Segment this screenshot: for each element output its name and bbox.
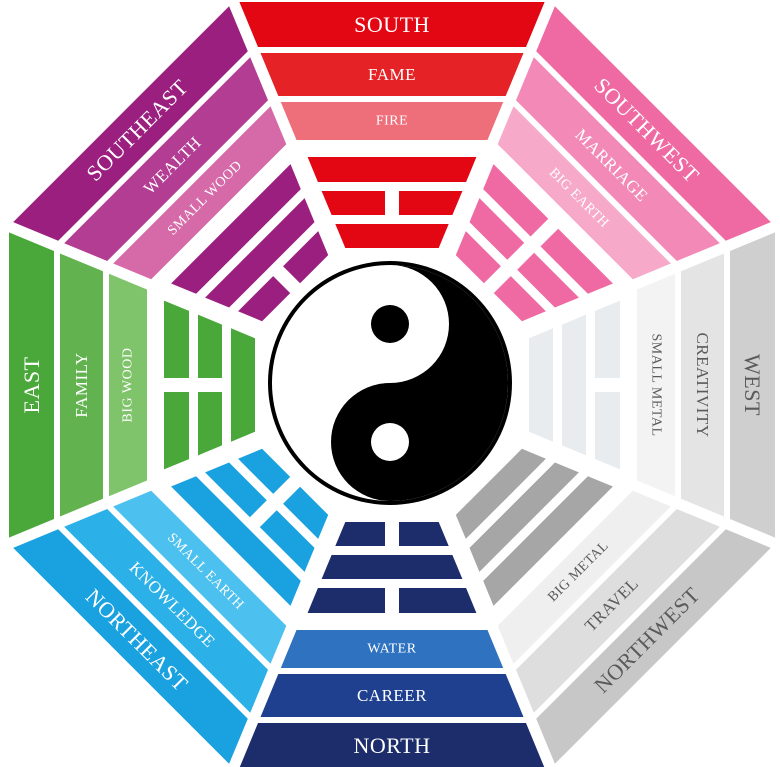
south-trigram-line-3: [335, 224, 449, 248]
northeast-ring-2: [64, 509, 268, 713]
northwest-ring-2: [516, 509, 720, 713]
northeast-ring-1: [13, 529, 248, 764]
southwest-trigram-line-3-a: [455, 231, 501, 284]
west-label-3: SMALL METAL: [649, 333, 664, 436]
west-trigram-line-1-a: [595, 300, 620, 378]
south-label-3: FIRE: [376, 114, 408, 129]
north-trigram-line-3-b: [335, 522, 385, 546]
north-label-1: NORTH: [354, 733, 431, 758]
southwest-ring-3: [497, 106, 671, 280]
yin-yang-dot-black: [371, 305, 409, 343]
northeast-trigram-line-3-b: [238, 448, 291, 494]
northwest-trigram-line-2: [469, 462, 579, 572]
yin-yang-dot-white: [371, 423, 409, 461]
northwest-ring-3: [497, 490, 671, 664]
southeast-ring-3: [113, 106, 287, 280]
northwest-ring-1: [536, 529, 771, 764]
northeast-trigram-line-2-a: [259, 510, 315, 572]
east-trigram-line-3: [231, 328, 255, 442]
southwest-trigram-line-2-b: [517, 252, 579, 308]
west-trigram-line-1-b: [595, 392, 620, 470]
north-trigram-line-3-a: [399, 522, 449, 546]
north-ring-3: [280, 630, 504, 668]
southeast-trigram-line-3-b: [283, 231, 329, 284]
southwest-trigram-line-1-a: [483, 164, 549, 237]
west-trigram-line-3: [529, 328, 553, 442]
west-ring-2: [681, 253, 724, 517]
northeast-ring-3: [113, 490, 287, 664]
south-label-2: FAME: [368, 65, 416, 84]
east-trigram-line-2-a: [198, 392, 222, 456]
south-ring-3: [280, 102, 504, 140]
east-label-2: FAMILY: [72, 352, 91, 417]
south-trigram-line-2-b: [399, 191, 463, 215]
west-trigram-line-2: [562, 314, 586, 456]
southeast-trigram-line-2: [205, 198, 315, 308]
northwest-trigram-line-3: [455, 448, 546, 539]
west-ring-1: [730, 232, 775, 538]
west-label-1: WEST: [740, 354, 765, 416]
east-ring-2: [60, 253, 103, 517]
northeast-trigram-line-3-a: [283, 486, 329, 539]
yin-yang-icon: [268, 261, 512, 505]
west-label-2: CREATIVITY: [693, 332, 712, 437]
southwest-trigram-line-1-b: [540, 228, 613, 294]
north-trigram-line-1-b: [307, 588, 385, 613]
east-label-3: BIG WOOD: [121, 348, 136, 423]
south-label-1: SOUTH: [354, 12, 430, 37]
southwest-ring-1: [536, 6, 771, 241]
northeast-trigram-line-1: [171, 476, 301, 606]
north-ring-2: [260, 674, 524, 717]
southeast-trigram-line-1: [171, 164, 301, 294]
south-trigram-line-1: [307, 157, 477, 182]
north-trigram-line-1-a: [399, 588, 477, 613]
east-ring-1: [9, 232, 54, 538]
north-label-3: WATER: [367, 642, 416, 657]
northeast-trigram-line-2-b: [205, 462, 267, 518]
north-ring-1: [239, 723, 545, 767]
southeast-trigram-line-3-a: [238, 276, 291, 322]
southwest-ring-2: [516, 57, 720, 262]
south-trigram-line-2-a: [321, 191, 385, 215]
east-trigram-line-2-b: [198, 314, 222, 378]
north-trigram-line-2: [321, 555, 463, 579]
east-ring-3: [109, 273, 147, 497]
southeast-ring-1: [13, 6, 248, 241]
southwest-trigram-line-3-b: [493, 276, 546, 322]
south-ring-1: [239, 2, 545, 47]
trigrams: [164, 157, 620, 613]
northwest-trigram-line-1: [483, 476, 613, 606]
north-label-2: CAREER: [357, 686, 427, 705]
bagua-sectors: [9, 2, 775, 767]
south-ring-2: [260, 53, 524, 96]
west-ring-3: [637, 273, 675, 497]
east-trigram-line-1-b: [164, 300, 189, 378]
southeast-ring-2: [64, 57, 268, 262]
east-label-1: EAST: [19, 356, 44, 413]
southwest-trigram-line-2-a: [469, 198, 525, 260]
east-trigram-line-1-a: [164, 392, 189, 470]
